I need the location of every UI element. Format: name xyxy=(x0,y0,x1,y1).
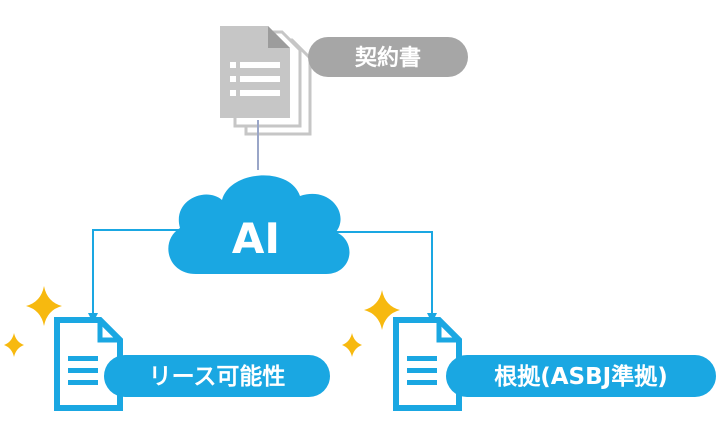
basis-label: 根拠(ASBJ準拠) xyxy=(446,355,716,397)
ai-to-basis-arrow xyxy=(336,231,437,323)
contract-documents-icon xyxy=(220,26,312,136)
sparkle-icon xyxy=(364,290,400,330)
basis-label-text: 根拠(ASBJ準拠) xyxy=(494,363,667,390)
lease-label-text: リース可能性 xyxy=(149,363,286,390)
ai-label: AI xyxy=(232,214,280,263)
sparkle-icon xyxy=(342,333,362,357)
lease-label: リース可能性 xyxy=(104,355,330,397)
contract-label-text: 契約書 xyxy=(354,45,421,71)
ai-to-lease-arrow xyxy=(88,229,180,323)
contract-label: 契約書 xyxy=(308,37,468,77)
basis-document-icon xyxy=(393,317,462,411)
sparkle-icon xyxy=(4,333,24,357)
ai-cloud-icon: AI xyxy=(168,175,350,274)
sparkle-icon xyxy=(26,286,62,326)
